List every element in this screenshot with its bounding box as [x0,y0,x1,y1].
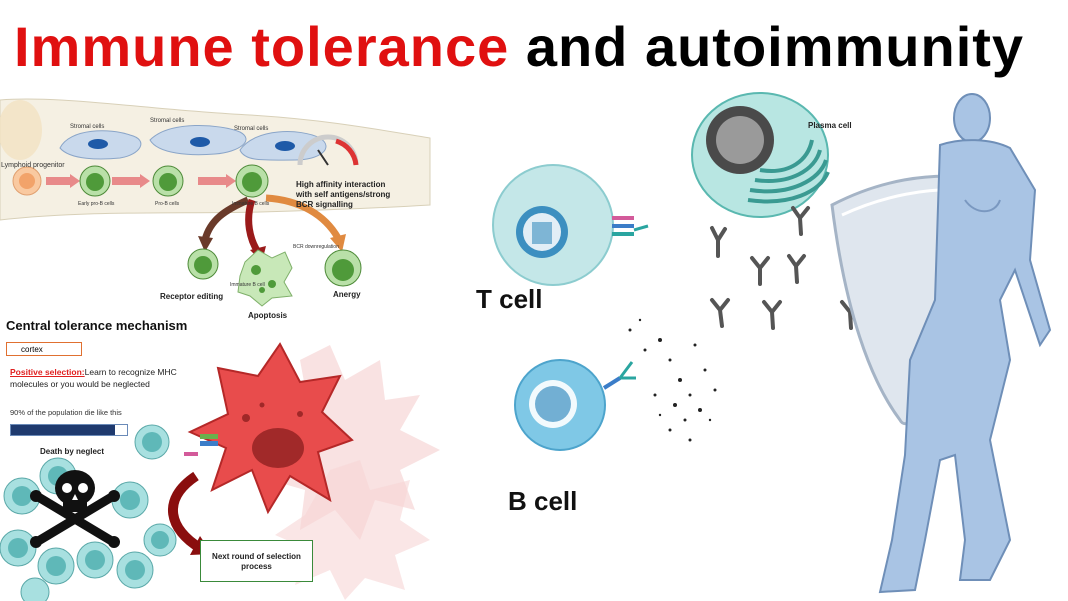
next-round-arrow [168,471,203,553]
stage-label-2: Pro-B cells [155,201,180,207]
population-text: 90% of the population die like this [10,408,122,417]
signal-gauge [297,134,359,166]
fate-arrow-anergy [265,194,342,240]
stromal-label-1: Stromal cells [70,124,105,130]
next-round-box: Next round of selection process [200,540,313,582]
stromal-cell-2 [149,125,247,156]
cortex-label: cortex [6,342,82,356]
high-affinity-line-1: High affinity interaction [296,180,386,189]
death-by-neglect-label: Death by neglect [40,447,105,456]
skull-crossbones-icon [30,470,120,548]
lymphoid-progenitor-cell [12,166,42,196]
title-part-black: and autoimmunity [525,15,1025,78]
population-bar [10,424,128,436]
apoptosis-label: Apoptosis [248,311,288,320]
stage-label-1: Early pro-B cells [78,201,115,207]
armored-figure [878,93,1052,594]
bcr-downregulation-label: BCR downregulation [293,244,339,250]
t-cell-label: T cell [476,284,543,314]
stromal-cell-1 [59,130,142,160]
pro-b-cell [152,165,184,197]
receptor-editing-cell [187,248,219,280]
plasma-cell-label: Plasma cell [808,121,852,130]
b-cell-label: B cell [508,486,578,516]
t-cell-receptor-complex [184,434,218,456]
early-pro-b-cell [79,165,111,197]
page-title: Immune tolerance and autoimmunity [14,14,1054,80]
dendritic-cell [187,342,354,515]
positive-selection-label: Positive selection: [10,367,85,377]
positive-selection-text: Positive selection:Learn to recognize MH… [10,366,215,390]
stage-label-3: Immature B cells [232,201,270,207]
fate-arrow-editing [201,196,250,242]
stromal-label-3: Stromal cells [234,126,269,132]
b-cell [514,359,636,451]
apoptotic-cell [237,249,293,307]
t-cell [492,164,649,286]
stromal-label-2: Stromal cells [150,118,185,124]
title-part-red: Immune tolerance [14,15,510,78]
anergy-label: Anergy [333,290,361,299]
anergic-cell [324,249,362,287]
high-affinity-label: High affinity interaction with self anti… [296,180,390,210]
positive-selection-description: Learn to recognize MHC molecules or you … [10,367,177,389]
lymphoid-progenitor-label: Lymphoid progenitor [1,162,65,169]
high-affinity-line-3: BCR signalling [296,200,353,209]
receptor-editing-label: Receptor editing [160,292,224,301]
debris-particles [628,318,717,442]
central-tolerance-heading: Central tolerance mechanism [6,318,188,333]
immature-b-cell [235,164,269,198]
immature-b-cell-label: Immature B cell [230,282,265,288]
plasma-cell [691,92,830,218]
high-affinity-line-2: with self antigens/strong [296,190,391,199]
t-cell-interacting [134,424,170,460]
neglected-t-cell-cluster [0,457,177,601]
population-bar-fill [11,425,116,435]
